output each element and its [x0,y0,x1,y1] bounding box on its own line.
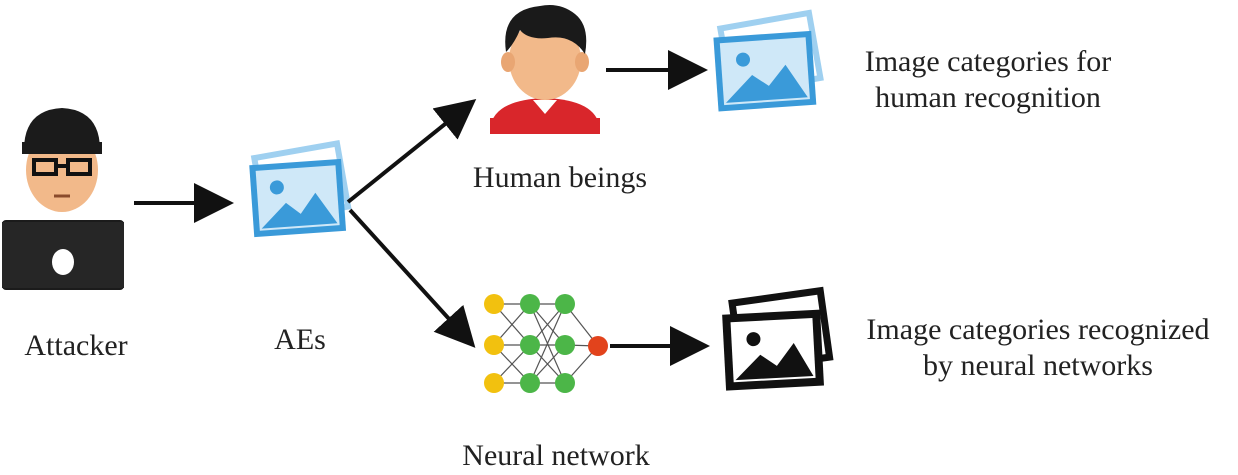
hidden-node [520,294,540,314]
hidden-node [555,373,575,393]
hidden-node [520,373,540,393]
arrow-aes-to-human [346,98,477,204]
aes-label: AEs [274,323,326,356]
nn-output-line-2: by neural networks [923,349,1153,382]
aes-image-stack-icon [249,140,352,238]
nn-output-line-1: Image categories recognized [866,313,1210,346]
neural-network-icon [484,294,608,393]
output-node [588,336,608,356]
nn-output-label: Image categories recognized by neural ne… [842,312,1234,384]
attacker-label: Attacker [24,329,128,362]
nn-output-image-stack-icon [722,286,834,391]
hidden-node [520,335,540,355]
hidden-node [555,335,575,355]
input-node [484,335,504,355]
human-output-label: Image categories for human recognition [840,44,1136,116]
person-icon [490,5,600,134]
human-output-image-stack-icon [713,9,824,112]
human-output-line-2: human recognition [875,81,1101,114]
hidden-node [555,294,575,314]
human-output-line-1: Image categories for [864,45,1112,78]
neural-network-label: Neural network [462,439,650,472]
input-node [484,373,504,393]
attacker-icon [2,108,124,290]
human-beings-label: Human beings [472,161,648,194]
input-node [484,294,504,314]
arrow-aes-to-network [348,208,476,348]
